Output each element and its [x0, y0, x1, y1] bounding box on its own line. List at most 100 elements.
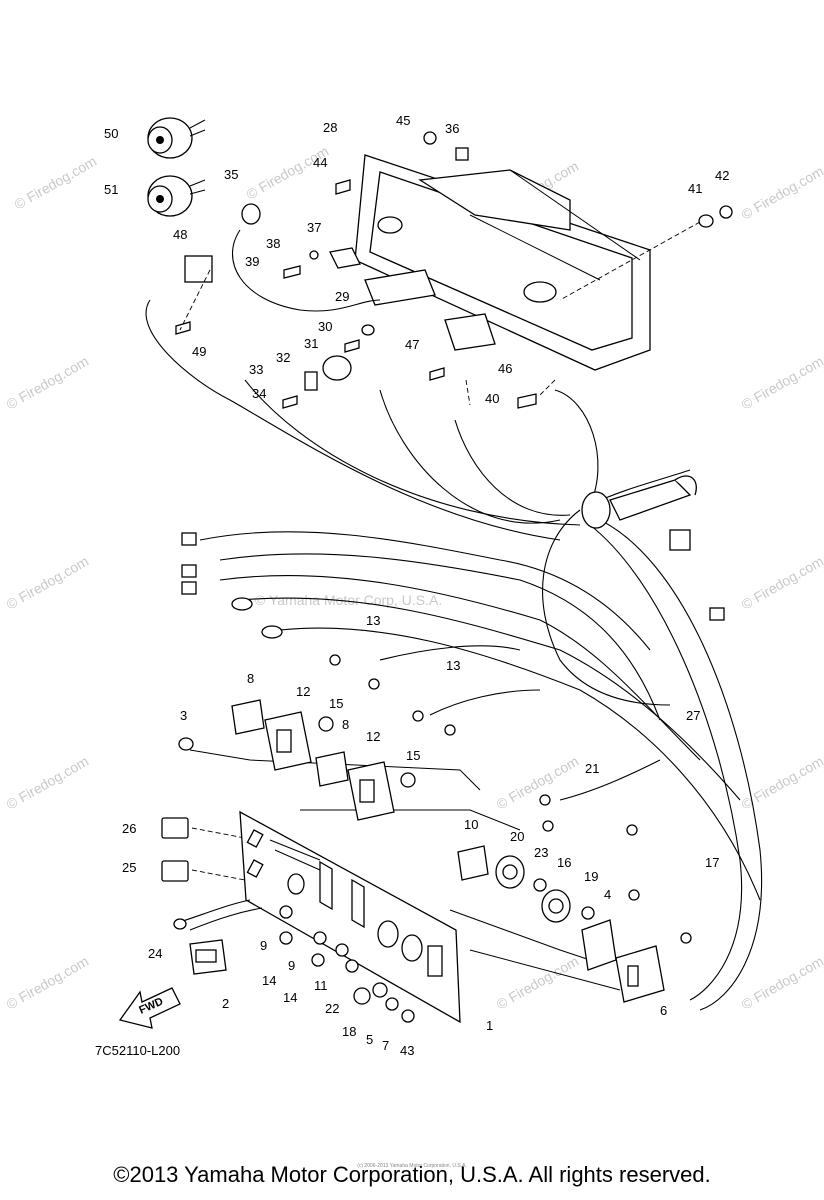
svg-text:© Firedog.com: © Firedog.com — [494, 753, 582, 813]
callout-label: 20 — [510, 829, 524, 844]
screws-lower — [279, 905, 415, 1023]
callout-label: 1 — [486, 1018, 493, 1033]
callout-label: 5 — [366, 1032, 373, 1047]
tiny-copyright: (c) 2006-2013 Yamaha Motor Corporation, … — [357, 1163, 467, 1169]
svg-text:© Firedog.com: © Firedog.com — [4, 353, 92, 413]
screw-31 — [344, 339, 360, 353]
switch-4 — [581, 919, 617, 971]
callout-label: 37 — [307, 220, 321, 235]
washer-38 — [309, 250, 319, 260]
front-panel-1 — [239, 810, 461, 1024]
callout-label: 33 — [249, 362, 263, 377]
callout-label: 4 — [604, 887, 611, 902]
nut-23 — [533, 878, 547, 892]
callout-label: 27 — [686, 708, 700, 723]
svg-text:© Firedog.com: © Firedog.com — [739, 953, 824, 1013]
svg-text:© Firedog.com: © Firedog.com — [739, 753, 824, 813]
rocker-switch-25 — [161, 860, 189, 882]
screw-47 — [429, 367, 445, 381]
receptacle-12b — [347, 761, 395, 821]
callout-label: 48 — [173, 227, 187, 242]
callout-label: 10 — [464, 817, 478, 832]
callout-label: 22 — [325, 1001, 339, 1016]
terminals — [181, 529, 725, 944]
connector-48 — [184, 255, 213, 283]
bolt-36 — [455, 147, 469, 161]
callout-label: 8 — [342, 717, 349, 732]
nut-45 — [423, 131, 437, 145]
copyright-footer: ©2013 Yamaha Motor Corporation, U.S.A. A… — [113, 1162, 711, 1187]
callout-label: 35 — [224, 167, 238, 182]
bracket-33 — [304, 371, 318, 391]
svg-text:© Firedog.com: © Firedog.com — [244, 143, 332, 203]
callout-label: 41 — [688, 181, 702, 196]
washer-30 — [361, 324, 375, 336]
callout-label: 7 — [382, 1038, 389, 1053]
callout-label: 15 — [329, 696, 343, 711]
callout-label: 21 — [585, 761, 599, 776]
callout-label: 11 — [314, 978, 328, 993]
nut-15a — [318, 716, 334, 732]
callout-label: 24 — [148, 946, 162, 961]
svg-text:© Firedog.com: © Firedog.com — [4, 553, 92, 613]
svg-text:© Firedog.com: © Firedog.com — [739, 353, 824, 413]
buzzer-32 — [322, 355, 352, 381]
svg-text:© Firedog.com: © Firedog.com — [494, 953, 582, 1013]
fwd-arrow: FWD — [118, 987, 181, 1029]
callout-label: 46 — [498, 361, 512, 376]
clip-35 — [241, 203, 261, 225]
washer-41 — [698, 214, 714, 228]
nut-19 — [581, 906, 595, 920]
callout-label: 28 — [323, 120, 337, 135]
callout-label: 14 — [283, 990, 297, 1005]
callout-label: 15 — [406, 748, 420, 763]
callout-label: 12 — [366, 729, 380, 744]
callout-label: 30 — [318, 319, 332, 334]
callout-label: 36 — [445, 121, 459, 136]
svg-text:© Firedog.com: © Firedog.com — [739, 553, 824, 613]
svg-text:© Firedog.com: © Firedog.com — [12, 153, 100, 213]
callout-label: 14 — [262, 973, 276, 988]
callout-label: 34 — [252, 386, 266, 401]
nut-42 — [719, 205, 733, 219]
screw-44 — [335, 179, 351, 195]
callout-label: 12 — [296, 684, 310, 699]
callout-label: 25 — [122, 860, 136, 875]
callout-label: 8 — [247, 671, 254, 686]
callout-label: 49 — [192, 344, 206, 359]
callout-label: 9 — [260, 938, 267, 953]
svg-text:© Firedog.com: © Firedog.com — [4, 953, 92, 1013]
callout-label: 16 — [557, 855, 571, 870]
outlet-20 — [495, 855, 525, 889]
grommet-3 — [178, 737, 194, 751]
callout-label: 39 — [245, 254, 259, 269]
svg-text:© Firedog.com: © Firedog.com — [4, 753, 92, 813]
callout-label: 18 — [342, 1024, 356, 1039]
callout-labels: 50 51 28 45 36 44 35 41 42 48 37 38 39 2… — [104, 113, 729, 1058]
callout-label: 42 — [715, 168, 729, 183]
callout-label: 26 — [122, 821, 136, 836]
svg-text:© Firedog.com: © Firedog.com — [739, 163, 824, 223]
callout-label: 17 — [705, 855, 719, 870]
callout-label: 50 — [104, 126, 118, 141]
breaker-8a — [231, 699, 265, 735]
callout-label: 19 — [584, 869, 598, 884]
plate-29 — [364, 269, 436, 306]
nut-15b — [400, 772, 416, 788]
meter-2 — [189, 939, 227, 975]
key-switch-51 — [147, 175, 206, 217]
callout-label: 13 — [446, 658, 460, 673]
breaker-6 — [615, 945, 665, 1003]
callout-label: 40 — [485, 391, 499, 406]
receptacle-12a — [264, 711, 312, 771]
wire-harness-27 — [145, 229, 763, 1011]
outlet-16 — [541, 889, 571, 923]
callout-label: 23 — [534, 845, 548, 860]
callout-label: 44 — [313, 155, 327, 170]
screw-34 — [282, 395, 298, 409]
callout-label: 13 — [366, 613, 380, 628]
callout-label: 45 — [396, 113, 410, 128]
svg-text:© Yamaha Motor Corp, U.S.A.: © Yamaha Motor Corp, U.S.A. — [255, 592, 442, 608]
callout-label: 38 — [266, 236, 280, 251]
